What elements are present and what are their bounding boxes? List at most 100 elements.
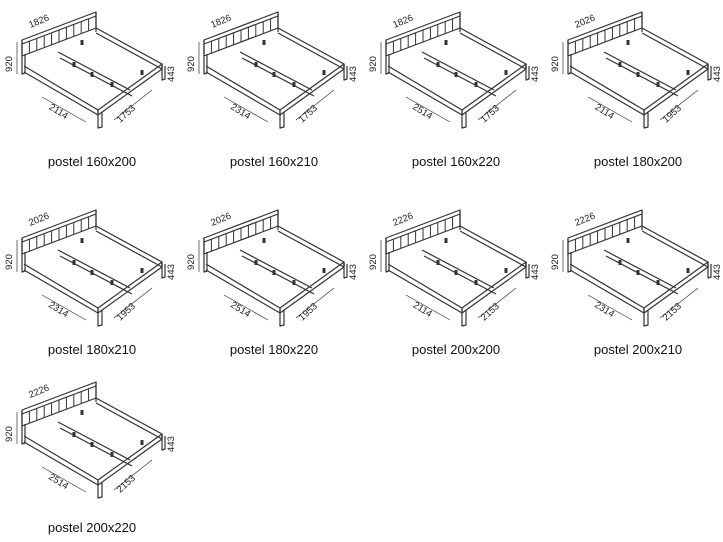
dim-head-width: 1826 [27, 13, 51, 31]
bolt-mark [254, 260, 258, 265]
center-beam [421, 249, 495, 289]
center-beam-lower [241, 255, 315, 295]
bolt-mark [626, 40, 630, 45]
bolt-mark [656, 280, 660, 285]
foot-leg-right [707, 64, 712, 81]
dim-width: 1753 [115, 103, 138, 125]
bolt-mark [72, 432, 76, 437]
center-beam-lower [423, 57, 497, 97]
foot-leg-front [279, 308, 285, 327]
dimension-lines [562, 240, 699, 321]
dim-foot-height: 443 [166, 264, 177, 280]
headboard-leg-left [385, 40, 390, 75]
dim-foot-height: 443 [530, 264, 541, 280]
bed-drawing [16, 209, 166, 327]
dim-height: 920 [550, 254, 561, 270]
dim-length: 2114 [47, 102, 70, 122]
foot-leg-front [643, 110, 649, 129]
dim-width: 2153 [661, 301, 684, 323]
dim-head-width: 2026 [573, 13, 597, 31]
dim-height: 920 [4, 254, 15, 270]
dim-head-width: 2226 [27, 383, 51, 401]
bolt-mark [618, 62, 622, 67]
dim-head-width: 1826 [209, 13, 233, 31]
bolt-mark [444, 40, 448, 45]
bolt-mark [636, 72, 640, 77]
headboard-slats [574, 18, 636, 54]
bolt-mark [504, 268, 508, 273]
dim-foot-height: 443 [348, 264, 359, 280]
dim-width: 1953 [661, 103, 684, 125]
center-beam [57, 421, 131, 461]
bed-caption: postel 200x210 [593, 342, 683, 357]
headboard-slats [392, 18, 454, 54]
headboard-leg-left [385, 238, 390, 273]
center-beam-lower [605, 255, 679, 295]
foot-leg-front [461, 308, 467, 327]
headboard-leg-left [567, 238, 572, 273]
dim-head-width: 1826 [391, 13, 415, 31]
headboard-slats [28, 18, 90, 54]
dim-length: 2114 [411, 300, 434, 320]
dim-foot-height: 443 [348, 66, 359, 82]
headboard-slats [28, 388, 90, 424]
center-beam-lower [59, 255, 133, 295]
bed-caption: postel 200x200 [411, 342, 501, 357]
bolt-mark [618, 260, 622, 265]
bolt-mark [262, 40, 266, 45]
bed-diagram: 1826 920 443 2114 1753 [4, 11, 177, 129]
headboard-leg-left [203, 238, 208, 273]
foot-leg-right [161, 262, 166, 279]
bolt-mark [72, 260, 76, 265]
dim-height: 920 [4, 426, 15, 442]
dim-height: 920 [4, 56, 15, 72]
bed-drawing [198, 209, 348, 327]
bolt-mark [90, 72, 94, 77]
bolt-mark [322, 268, 326, 273]
dim-head-width: 2226 [391, 211, 415, 229]
dim-head-width: 2026 [209, 211, 233, 229]
center-beam [239, 249, 313, 289]
bed-caption: postel 180x210 [47, 342, 137, 357]
side-rail-right [459, 225, 527, 268]
headboard-slats [210, 18, 272, 54]
headboard-slats [210, 216, 272, 252]
dimension-lines [16, 412, 153, 493]
headboard-slats [392, 216, 454, 252]
dimension-lines [198, 42, 335, 123]
bed-drawing [16, 11, 166, 129]
dim-head-width: 2026 [27, 211, 51, 229]
side-rail-right [277, 27, 345, 70]
dim-width: 2153 [115, 473, 138, 495]
headboard-leg-left [21, 40, 26, 75]
bolt-mark [474, 280, 478, 285]
bed-caption: postel 160x200 [47, 154, 137, 169]
dimension-lines [380, 240, 517, 321]
dim-foot-height: 443 [166, 66, 177, 82]
bolt-mark [140, 440, 144, 445]
bolt-mark [292, 82, 296, 87]
bolt-mark [292, 280, 296, 285]
dimension-lines [380, 42, 517, 123]
foot-leg-right [161, 434, 166, 451]
dimension-lines [16, 42, 153, 123]
headboard-leg-left [567, 40, 572, 75]
headboard-slats [28, 216, 90, 252]
foot-leg-front [97, 480, 103, 499]
bolt-mark [90, 442, 94, 447]
bolt-mark [272, 270, 276, 275]
bed-caption: postel 200x220 [47, 520, 137, 535]
bed-drawing [380, 11, 530, 129]
center-beam [57, 249, 131, 289]
bed-drawing [380, 209, 530, 327]
side-rail-right [95, 397, 163, 440]
dim-width: 1953 [297, 301, 320, 323]
bolt-mark [80, 238, 84, 243]
bolt-mark [272, 72, 276, 77]
